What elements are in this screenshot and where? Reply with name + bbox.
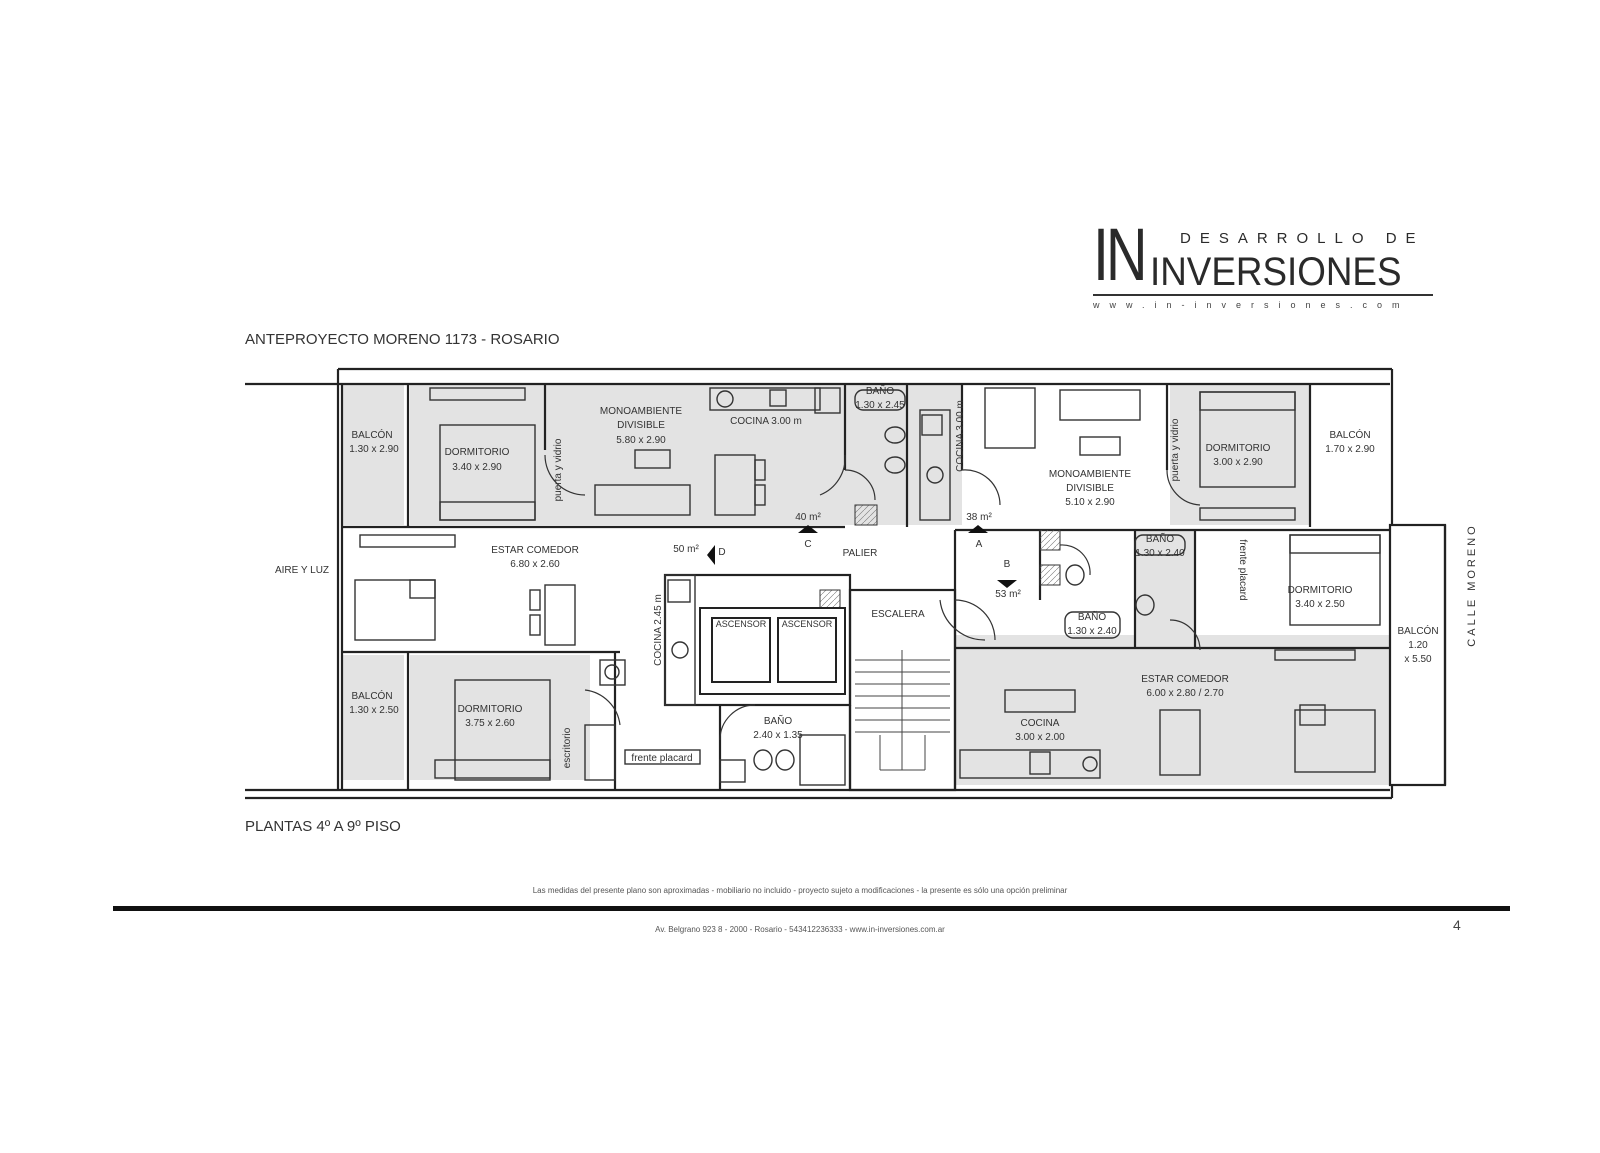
estar-left-name: ESTAR COMEDOR — [491, 545, 579, 556]
mono-left-size: 5.80 x 2.90 — [616, 435, 666, 446]
dormitorio-bottom-left-size: 3.75 x 2.60 — [465, 718, 515, 729]
plan-subtitle: PLANTAS 4º A 9º PISO — [245, 818, 401, 835]
shafts — [819, 504, 1061, 609]
footer-address: Av. Belgrano 923 8 - 2000 - Rosario - 54… — [655, 925, 945, 934]
unit-d-letter: D — [718, 547, 725, 558]
puerta-vidrio-right-label: puerta y vidrio — [1170, 418, 1181, 481]
unit-b-area: 53 m² — [995, 589, 1021, 600]
dormitorio-top-right-name: DORMITORIO — [1206, 443, 1271, 454]
cocina-vertical-center-label: COCINA 2.45 m — [653, 594, 664, 666]
bano-mid-center-size: 1.30 x 2.40 — [1067, 626, 1117, 637]
elevators — [699, 607, 846, 695]
dormitorio-mid-right-name: DORMITORIO — [1288, 585, 1353, 596]
bano-bottom-name: BAÑO — [764, 714, 793, 727]
unit-d-area: 50 m² — [673, 544, 699, 555]
puerta-vidrio-left-label: puerta y vidrio — [553, 438, 564, 501]
ascensor-1-label: ASCENSOR — [716, 619, 767, 629]
logo-url: www.in-inversiones.com — [1093, 300, 1410, 310]
bano-bottom-size: 2.40 x 1.35 — [753, 730, 803, 741]
estar-right-size: 6.00 x 2.80 / 2.70 — [1146, 688, 1224, 699]
escalera-label: ESCALERA — [871, 609, 925, 620]
dormitorio-top-left-size: 3.40 x 2.90 — [452, 462, 502, 473]
unit-c-area: 40 m² — [795, 512, 821, 523]
balcon-top-left-name: BALCÓN — [351, 428, 392, 441]
balcon-top-left-size: 1.30 x 2.90 — [349, 444, 399, 455]
mono-right-div: DIVISIBLE — [1066, 483, 1114, 494]
escritorio-label: escritorio — [562, 727, 573, 768]
logo-mark: IN — [1093, 213, 1148, 296]
balcon-right-size-2: x 5.50 — [1404, 654, 1432, 665]
room-labels: AIRE Y LUZ BALCÓN 1.30 x 2.90 DORMITORIO… — [275, 384, 1439, 764]
unit-b-letter: B — [1004, 559, 1011, 570]
estar-right-name: ESTAR COMEDOR — [1141, 674, 1229, 685]
bano-mid-right-size: 1.30 x 2.40 — [1135, 548, 1185, 559]
palier-label: PALIER — [843, 548, 878, 559]
cocina-vertical-right-label: COCINA 3.00 m — [955, 400, 966, 472]
balcon-bottom-left-name: BALCÓN — [351, 689, 392, 702]
balcon-right-size-1: 1.20 — [1408, 640, 1428, 651]
balcon-bottom-left-size: 1.30 x 2.50 — [349, 705, 399, 716]
ascensor-2-label: ASCENSOR — [782, 619, 833, 629]
balcon-top-right-name: BALCÓN — [1329, 428, 1370, 441]
logo-top-line: DESARROLLO DE — [1180, 230, 1425, 247]
bano-mid-right-name: BAÑO — [1146, 532, 1175, 545]
mono-right-size: 5.10 x 2.90 — [1065, 497, 1115, 508]
unit-c-letter: C — [804, 539, 811, 550]
placard-bottom-label: frente placard — [631, 753, 692, 764]
bano-mid-center-name: BAÑO — [1078, 610, 1107, 623]
dormitorio-top-left-name: DORMITORIO — [445, 447, 510, 458]
logo-rule — [1093, 294, 1433, 296]
bano-top-size: 1.30 x 2.45 — [855, 400, 905, 411]
dormitorio-mid-right-size: 3.40 x 2.50 — [1295, 599, 1345, 610]
balcon-top-right-size: 1.70 x 2.90 — [1325, 444, 1375, 455]
door-swings — [544, 454, 1201, 741]
stairs — [855, 650, 950, 771]
page-number: 4 — [1453, 917, 1461, 933]
cocina-bottom-size: 3.00 x 2.00 — [1015, 732, 1065, 743]
rotated-labels: puerta y vidrio puerta y vidrio COCINA 3… — [553, 400, 1478, 768]
walls — [245, 367, 1447, 800]
disclaimer: Las medidas del presente plano son aprox… — [532, 886, 1068, 895]
project-title: ANTEPROYECTO MORENO 1173 - ROSARIO — [245, 331, 560, 348]
bano-top-name: BAÑO — [866, 384, 895, 397]
logo-main-line: INVERSIONES — [1150, 250, 1402, 294]
mono-left-name: MONOAMBIENTE — [600, 406, 683, 417]
outside-left-label: AIRE Y LUZ — [275, 565, 329, 576]
cocina-top-label: COCINA 3.00 m — [730, 416, 802, 427]
dormitorio-bottom-left-name: DORMITORIO — [458, 704, 523, 715]
dormitorio-top-right-size: 3.00 x 2.90 — [1213, 457, 1263, 468]
mono-right-name: MONOAMBIENTE — [1049, 469, 1132, 480]
footer-rule — [113, 906, 1510, 911]
estar-left-size: 6.80 x 2.60 — [510, 559, 560, 570]
unit-a-letter: A — [976, 539, 983, 550]
placard-right-label: frente placard — [1237, 539, 1248, 600]
mono-left-div: DIVISIBLE — [617, 420, 665, 431]
unit-arrows — [707, 525, 1017, 588]
unit-a-area: 38 m² — [966, 512, 992, 523]
balcon-right-name: BALCÓN — [1397, 624, 1438, 637]
furniture — [354, 387, 1381, 786]
street-label: CALLE MORENO — [1466, 523, 1478, 646]
cocina-bottom-name: COCINA — [1021, 718, 1060, 729]
